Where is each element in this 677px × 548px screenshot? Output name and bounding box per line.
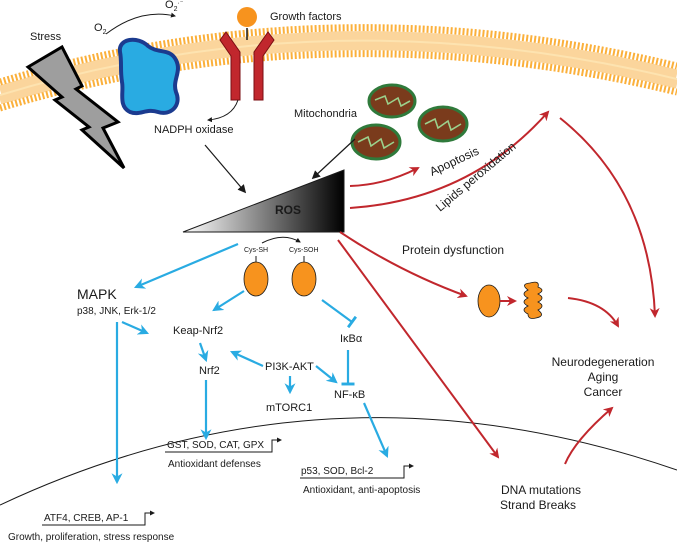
- nadph-oxidase-icon: [117, 37, 180, 116]
- ros-gradient-wedge: [182, 169, 345, 233]
- ros-to-dna-arrow: [337, 239, 500, 459]
- mitochondrion-icon: [350, 123, 402, 161]
- pi3k-to-nfkb-arrow: [315, 365, 338, 384]
- stress-label: Stress: [30, 31, 62, 43]
- mapk-to-keap-arrow: [121, 320, 150, 335]
- dna-to-outcome-arrow: [564, 406, 614, 465]
- mapk-members-label: p38, JNK, Erk-1/2: [77, 306, 156, 317]
- nrf2-label: Nrf2: [199, 365, 220, 377]
- superoxide-arrow: [105, 12, 176, 35]
- outcome-cancer: Cancer: [584, 385, 623, 399]
- mapk-label: MAPK: [77, 286, 117, 302]
- ikba-label: IκBα: [340, 333, 363, 345]
- gene-2-names: p53, SOD, Bcl-2: [301, 466, 374, 477]
- nadph-to-ros-arrow: [204, 144, 247, 194]
- cys-to-keap-arrow: [212, 290, 245, 312]
- mitochondrion-icon: [417, 105, 469, 143]
- lipids-to-outcome-arrow: [559, 117, 660, 318]
- mitochondria-label: Mitochondria: [294, 108, 358, 120]
- dna-mutations-label: DNA mutations: [501, 483, 581, 497]
- cell-membrane: [0, 24, 677, 112]
- growth-factor-receptor-icon: [219, 31, 275, 101]
- pi3k-to-keap-arrow: [229, 350, 264, 368]
- protein-to-outcome-arrow: [567, 297, 619, 328]
- gene-antioxidant-defenses: GST, SOD, CAT, GPX Antioxidant defenses: [165, 437, 282, 470]
- ros-label: ROS: [275, 203, 301, 217]
- protein-dysfunction-label: Protein dysfunction: [402, 243, 504, 257]
- gene-3-label: Growth, proliferation, stress response: [8, 532, 175, 543]
- outcome-aging: Aging: [588, 370, 619, 384]
- ros-to-lipids-arrow: [349, 110, 550, 209]
- pi3k-akt-label: PI3K-AKT: [265, 361, 314, 373]
- keap-to-nrf2-arrow: [197, 342, 209, 363]
- growth-factors-label: Growth factors: [270, 11, 342, 23]
- protein-reduced-icon: [243, 261, 269, 297]
- protein-misfolded-icon: [523, 281, 543, 319]
- cys-soh-label: Cys-SOH: [289, 247, 319, 254]
- ros-to-protein-arrow: [339, 231, 468, 298]
- gene-1-label: Antioxidant defenses: [168, 459, 261, 470]
- oxidation-arrow: [261, 236, 301, 244]
- outcome-neurodegeneration: Neurodegeneration: [552, 355, 655, 369]
- gene-stress-response: ATF4, CREB, AP-1 Growth, proliferation, …: [8, 510, 175, 543]
- receptor-to-nadph-arrow: [207, 99, 239, 123]
- gene-1-names: GST, SOD, CAT, GPX: [167, 440, 264, 451]
- ros-to-apoptosis-arrow: [349, 167, 420, 187]
- nfkb-to-nucleus-arrow: [362, 402, 389, 459]
- lightning-icon: [25, 44, 126, 170]
- nadph-oxidase-label: NADPH oxidase: [154, 124, 233, 136]
- o2-label: O2: [94, 22, 107, 36]
- cys-sh-label: Cys-SH: [244, 247, 268, 254]
- protein-oxidized-icon: [291, 261, 317, 297]
- strand-breaks-label: Strand Breaks: [500, 498, 576, 512]
- superoxide-label: O2·⁻: [165, 0, 184, 13]
- mito-to-ros-arrow: [311, 138, 356, 180]
- gene-2-label: Antioxidant, anti-apoptosis: [303, 485, 420, 496]
- gene-anti-apoptosis: p53, SOD, Bcl-2 Antioxidant, anti-apopto…: [300, 463, 420, 496]
- nfkb-label: NF-κB: [334, 389, 365, 401]
- growth-factor-icon: [237, 7, 257, 40]
- keap-nrf2-label: Keap-Nrf2: [173, 325, 223, 337]
- protein-native-icon: [477, 284, 501, 318]
- mtorc1-label: mTORC1: [266, 402, 312, 414]
- ros-to-mapk-arrow: [133, 242, 239, 289]
- mitochondrion-icon: [367, 83, 417, 119]
- gene-3-names: ATF4, CREB, AP-1: [44, 513, 129, 524]
- cys-inhibit-ikba: [321, 299, 358, 329]
